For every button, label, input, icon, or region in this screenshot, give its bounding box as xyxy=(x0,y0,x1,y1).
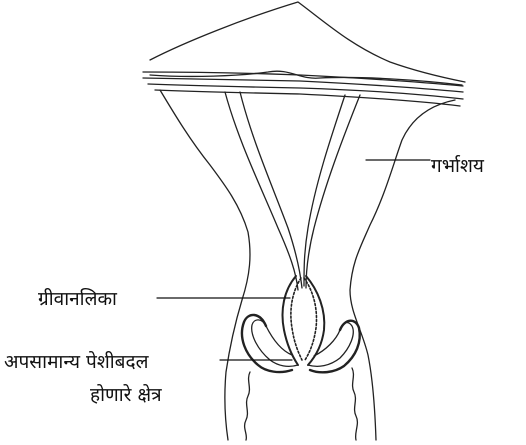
vaginal-wall-right xyxy=(352,368,357,440)
cavity-wall-right xyxy=(306,95,360,288)
cervical-canal-left-inner xyxy=(291,278,302,360)
label-transformation-zone-line1: अपसामान्य पेशीबदल xyxy=(4,351,148,373)
cavity-wall-left xyxy=(225,92,298,290)
band-line-4 xyxy=(155,90,460,106)
label-transformation-zone-line2: होणारे क्षेत्र xyxy=(90,384,162,406)
fundus-inner-outline xyxy=(150,71,462,85)
uterine-wall-left-outer xyxy=(160,90,250,440)
fundus-outline xyxy=(150,2,465,82)
vaginal-wall-left xyxy=(245,372,250,440)
label-cervical-canal: ग्रीवानलिका xyxy=(38,288,117,310)
ectocervix-right-lip xyxy=(308,323,353,367)
label-uterus: गर्भाशय xyxy=(431,155,484,177)
uterine-wall-right-outer xyxy=(350,100,455,440)
ectocervix-left-lip-outer xyxy=(242,315,292,372)
